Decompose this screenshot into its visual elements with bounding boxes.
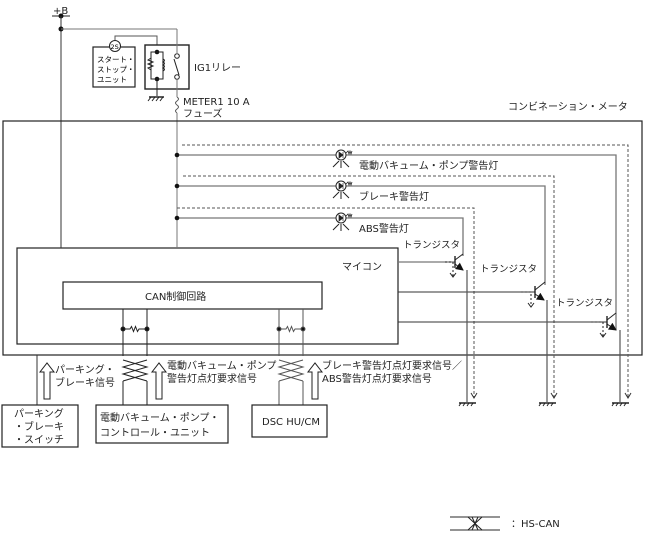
lamp-label-brake: ブレーキ警告灯 [359, 190, 429, 203]
transistor-label-3: トランジスタ [556, 298, 613, 309]
pump-control-unit: 電動バキューム・ポンプ・ コントロール・ユニット [95, 404, 229, 444]
svg-text:スタート・: スタート・ [97, 55, 135, 64]
lamp-icon [332, 180, 353, 199]
svg-text:ストップ・: ストップ・ [97, 65, 135, 74]
svg-text:電動バキューム・ポンプ・: 電動バキューム・ポンプ・ [100, 411, 219, 424]
legend-label: ：HS-CAN [511, 519, 560, 530]
transistor-icons [445, 253, 617, 338]
svg-text:DSC HU/CM: DSC HU/CM [262, 417, 320, 428]
relay-label: IG1リレー [194, 63, 241, 74]
svg-text:コントロール・ユニット: コントロール・ユニット [100, 428, 210, 439]
signal-arrows [38, 362, 324, 400]
can-bus-dsc [276, 309, 306, 405]
dsc-unit: DSC HU/CM [251, 404, 328, 438]
parking-brake-switch: パーキング ・ブレーキ ・スイッチ [1, 404, 79, 448]
power-supply: +B [52, 6, 177, 250]
transistor-icon [445, 253, 464, 278]
supply-label: +B [53, 6, 68, 17]
up-arrow-icon [306, 362, 324, 400]
signal-dsc-2: ABS警告灯点灯要求信号 [322, 372, 432, 385]
transistor-label-1: トランジスタ [403, 240, 460, 251]
legend-hs-can: ：HS-CAN [450, 516, 560, 531]
ground-symbols [458, 402, 629, 407]
start-stop-unit: 2S スタート・ ストップ・ ユニット [92, 35, 158, 88]
svg-text:ユニット: ユニット [97, 75, 127, 84]
transistor-label-2: トランジスタ [480, 264, 537, 275]
ground-symbol [147, 96, 164, 102]
fuse-name: METER1 10 A [183, 97, 250, 108]
transistor-icon [591, 312, 617, 338]
dash-arrowheads [470, 392, 632, 399]
current-paths [177, 144, 629, 398]
svg-text:パーキング: パーキング [14, 407, 64, 420]
microcontroller-label: マイコン [342, 262, 382, 273]
signal-parking-1: パーキング・ [55, 363, 115, 376]
signal-pump-2: 警告灯点灯要求信号 [167, 372, 257, 385]
combination-meter-box [2, 120, 643, 356]
signal-dsc-1: ブレーキ警告灯点灯要求信号／ [322, 359, 462, 372]
fuse-meter1: METER1 10 A フューズ [175, 79, 250, 252]
fuse-sub: フューズ [183, 107, 223, 120]
svg-text:・ブレーキ: ・ブレーキ [14, 420, 64, 433]
lamp-label-abs: ABS警告灯 [359, 222, 409, 235]
can-circuit-label: CAN制御回路 [145, 290, 206, 303]
transistor-icon [521, 281, 546, 308]
up-arrow-icon [150, 362, 168, 400]
lamp-wires [177, 154, 617, 330]
can-bus-pump [120, 309, 150, 405]
lamp-icon [332, 149, 353, 168]
lamp-icons [332, 149, 353, 231]
connector-2s: 2S [111, 43, 119, 51]
signal-pump-1: 電動バキューム・ポンプ [167, 359, 276, 372]
lamp-label-vacuum-pump: 電動バキューム・ポンプ警告灯 [359, 159, 498, 172]
lamp-icon [332, 212, 353, 231]
svg-text:・スイッチ: ・スイッチ [14, 434, 64, 446]
signal-parking-2: ブレーキ信号 [55, 376, 115, 389]
can-circuit-box [62, 281, 323, 310]
up-arrow-icon [38, 362, 56, 400]
ig1-relay: IG1リレー [144, 29, 241, 96]
ground-lines [466, 270, 621, 402]
meter-title: コンビネーション・メータ [508, 101, 628, 113]
